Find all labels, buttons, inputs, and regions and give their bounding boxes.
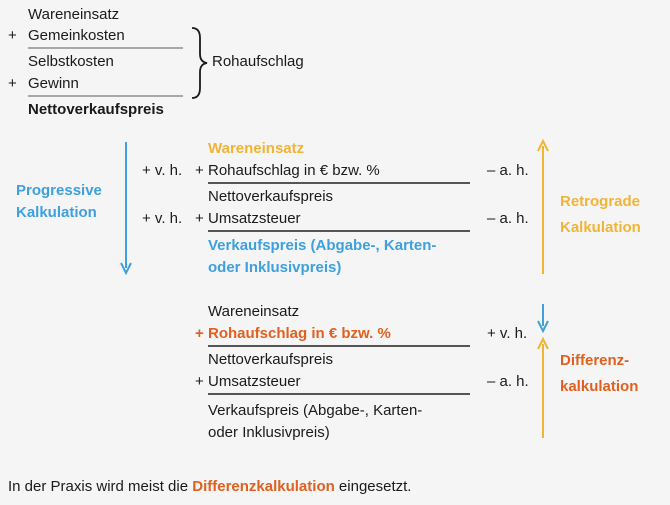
differenz-divider-2 [208, 393, 470, 395]
down-arrow-icon [120, 142, 132, 276]
small-down-arrow-icon [537, 304, 549, 334]
top-plus-1: + [8, 27, 17, 44]
footer-prefix: In der Praxis wird meist die [8, 478, 193, 495]
middle-plus-1: + [195, 162, 204, 179]
retrograde-label-2: Kalkulation [560, 219, 641, 236]
differenz-row-umsatzsteuer: Umsatzsteuer [208, 373, 301, 390]
retrograde-ah-1: – a. h. [487, 162, 529, 179]
middle-plus-2: + [195, 210, 204, 227]
progressive-label-1: Progressive [16, 182, 102, 199]
middle-row-umsatzsteuer: Umsatzsteuer [208, 210, 301, 227]
progressive-vh-1: + v. h. [142, 162, 183, 179]
top-divider-2 [28, 95, 183, 97]
differenz-vh: + v. h. [487, 325, 528, 342]
differenz-result-line-1: Verkaufspreis (Abgabe-, Karten- [208, 402, 423, 419]
differenz-label-2: kalkulation [560, 378, 639, 395]
differenz-row-nettoverkaufspreis: Nettoverkaufspreis [208, 351, 334, 368]
retrograde-ah-2: – a. h. [487, 210, 529, 227]
retrograde-label-1: Retrograde [560, 193, 641, 210]
progressive-vh-2: + v. h. [142, 210, 183, 227]
top-row-gewinn: Gewinn [28, 75, 79, 92]
footer-highlight: Differenzkalkulation [192, 478, 335, 495]
middle-result-line-1: Verkaufspreis (Abgabe-, Karten- [208, 237, 437, 254]
differenz-result-line-2: oder Inklusivpreis) [208, 424, 330, 441]
footer-suffix: eingesetzt. [334, 478, 412, 495]
differenz-row-wareneinsatz: Wareneinsatz [208, 303, 300, 320]
top-plus-2: + [8, 75, 17, 92]
middle-header-wareneinsatz: Wareneinsatz [208, 140, 305, 157]
differenz-plus-1: + [195, 325, 204, 342]
footer-note: In der Praxis wird meist die Differenzka… [8, 478, 411, 496]
differenz-plus-2: + [195, 373, 204, 390]
differenz-ah: – a. h. [487, 373, 529, 390]
progressive-label-2: Kalkulation [16, 204, 97, 221]
top-row-gemeinkosten: Gemeinkosten [28, 27, 125, 44]
top-row-wareneinsatz: Wareneinsatz [28, 6, 120, 23]
small-up-arrow-icon [537, 336, 549, 438]
top-divider-1 [28, 47, 183, 49]
differenz-row-rohaufschlag: Rohaufschlag in € bzw. % [208, 325, 391, 342]
top-result-nettoverkaufspreis: Nettoverkaufspreis [28, 101, 164, 118]
middle-row-nettoverkaufspreis: Nettoverkaufspreis [208, 188, 334, 205]
middle-divider-2 [208, 230, 470, 232]
brace-label-rohaufschlag: Rohaufschlag [212, 53, 304, 70]
brace-icon [191, 27, 208, 99]
middle-divider-1 [208, 182, 470, 184]
up-arrow-icon [537, 138, 549, 274]
differenz-divider-1 [208, 345, 470, 347]
middle-row-rohaufschlag: Rohaufschlag in € bzw. % [208, 162, 380, 179]
top-row-selbstkosten: Selbstkosten [28, 53, 114, 70]
middle-result-line-2: oder Inklusivpreis) [208, 259, 342, 276]
differenz-label-1: Differenz- [560, 352, 630, 369]
